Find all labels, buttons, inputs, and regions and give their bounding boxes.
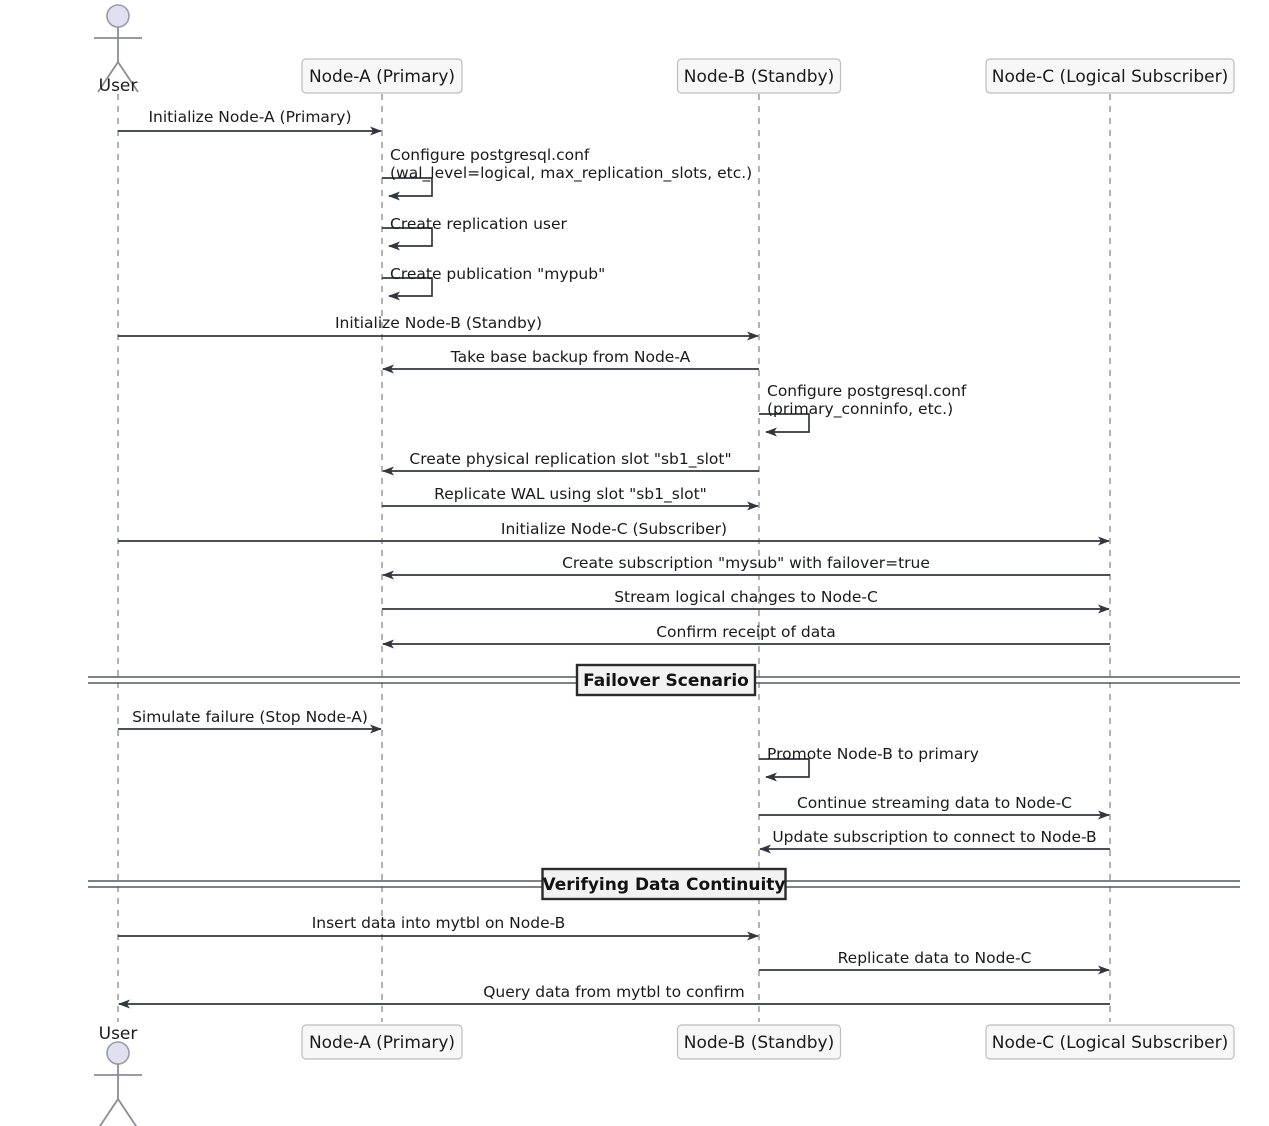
- message-m10[interactable]: Initialize Node-C (Subscriber): [118, 520, 1110, 546]
- self-message-arrow: [382, 177, 433, 201]
- message-label: Stream logical changes to Node-C: [614, 588, 878, 606]
- participant-nodeB-top[interactable]: Node-B (Standby): [676, 58, 842, 94]
- participant-label-nodeB: Node-B (Standby): [684, 67, 835, 87]
- participant-nodeC-bottom[interactable]: Node-C (Logical Subscriber): [985, 1024, 1235, 1060]
- message-m2[interactable]: Configure postgresql.conf(wal_level=logi…: [382, 146, 752, 201]
- message-label: Initialize Node-B (Standby): [335, 314, 542, 332]
- message-label: Initialize Node-A (Primary): [148, 108, 351, 126]
- participant-nodeA-top[interactable]: Node-A (Primary): [301, 58, 463, 94]
- actor-user-top[interactable]: User: [94, 4, 142, 96]
- message-label-line2: (primary_conninfo, etc.): [767, 400, 953, 419]
- participant-label-nodeA: Node-A (Primary): [309, 1033, 455, 1053]
- messages-group: Initialize Node-A (Primary) Configure pos…: [118, 108, 1110, 1009]
- message-m19[interactable]: Replicate data to Node-C: [759, 949, 1110, 975]
- self-message-arrow: [759, 413, 810, 437]
- divider-box[interactable]: [541, 867, 787, 901]
- divider-label: Failover Scenario: [583, 671, 749, 691]
- participant-nodeC-top[interactable]: Node-C (Logical Subscriber): [985, 58, 1235, 94]
- participant-nodeB-bottom[interactable]: Node-B (Standby): [676, 1024, 842, 1060]
- message-m20[interactable]: Query data from mytbl to confirm: [118, 983, 1110, 1009]
- divider-d1[interactable]: Failover Scenario: [88, 663, 1240, 697]
- divider-box[interactable]: [575, 663, 757, 697]
- participant-label-nodeC: Node-C (Logical Subscriber): [992, 1033, 1229, 1053]
- self-message-arrow: [382, 227, 433, 251]
- message-m17[interactable]: Update subscription to connect to Node-B: [759, 828, 1110, 854]
- participant-box[interactable]: [676, 58, 842, 94]
- participant-box[interactable]: [301, 1024, 463, 1060]
- message-label-line2: (wal_level=logical, max_replication_slot…: [390, 164, 752, 183]
- message-m13[interactable]: Confirm receipt of data: [382, 623, 1110, 649]
- actor-leg-right: [117, 1098, 138, 1126]
- message-m15[interactable]: Promote Node-B to primary: [759, 745, 979, 782]
- message-label: Promote Node-B to primary: [767, 745, 979, 763]
- divider-label: Verifying Data Continuity: [542, 875, 785, 895]
- participant-box[interactable]: [676, 1024, 842, 1060]
- message-label: Query data from mytbl to confirm: [483, 983, 745, 1001]
- message-m1[interactable]: Initialize Node-A (Primary): [118, 108, 382, 136]
- message-label: Take base backup from Node-A: [450, 348, 691, 366]
- participant-label-nodeC: Node-C (Logical Subscriber): [992, 67, 1229, 87]
- message-m12[interactable]: Stream logical changes to Node-C: [382, 588, 1110, 614]
- message-label: Update subscription to connect to Node-B: [772, 828, 1096, 846]
- message-label: Create subscription "mysub" with failove…: [562, 554, 930, 572]
- divider-d2[interactable]: Verifying Data Continuity: [88, 867, 1240, 901]
- message-m9[interactable]: Replicate WAL using slot "sb1_slot": [382, 485, 759, 511]
- message-label: Simulate failure (Stop Node-A): [132, 708, 368, 726]
- message-m11[interactable]: Create subscription "mysub" with failove…: [382, 554, 1110, 580]
- actor-label-user: User: [99, 76, 138, 96]
- message-label: Configure postgresql.conf: [767, 382, 967, 400]
- message-m14[interactable]: Simulate failure (Stop Node-A): [118, 708, 382, 734]
- message-label: Insert data into mytbl on Node-B: [312, 914, 566, 932]
- message-m6[interactable]: Take base backup from Node-A: [382, 348, 759, 374]
- self-message-arrow: [382, 277, 433, 301]
- message-label: Replicate WAL using slot "sb1_slot": [434, 485, 707, 504]
- actor-leg-left: [98, 1098, 119, 1126]
- message-m7[interactable]: Configure postgresql.conf(primary_connin…: [759, 382, 967, 437]
- participant-nodeA-bottom[interactable]: Node-A (Primary): [301, 1024, 463, 1060]
- actor-leg-left: [97, 61, 119, 93]
- participant-box[interactable]: [985, 58, 1235, 94]
- actor-head-icon: [106, 1041, 130, 1065]
- message-label: Confirm receipt of data: [656, 623, 836, 641]
- message-m4[interactable]: Create publication "mypub": [382, 265, 605, 301]
- participant-box[interactable]: [301, 58, 463, 94]
- message-label: Create replication user: [390, 215, 568, 233]
- message-m3[interactable]: Create replication user: [382, 215, 568, 251]
- message-label: Initialize Node-C (Subscriber): [501, 520, 727, 538]
- actor-leg-right: [117, 61, 139, 93]
- message-m5[interactable]: Initialize Node-B (Standby): [118, 314, 759, 341]
- participant-box[interactable]: [985, 1024, 1235, 1060]
- message-m8[interactable]: Create physical replication slot "sb1_sl…: [382, 450, 759, 476]
- self-message-arrow: [759, 758, 810, 782]
- actor-label-user: User: [99, 1024, 138, 1044]
- message-label: Replicate data to Node-C: [838, 949, 1032, 967]
- message-label: Continue streaming data to Node-C: [797, 794, 1072, 812]
- message-m18[interactable]: Insert data into mytbl on Node-B: [118, 914, 759, 941]
- participant-label-nodeB: Node-B (Standby): [684, 1033, 835, 1053]
- message-label: Configure postgresql.conf: [390, 146, 590, 164]
- actor-user-bottom[interactable]: User: [94, 1024, 142, 1126]
- message-label: Create publication "mypub": [390, 265, 605, 283]
- message-m16[interactable]: Continue streaming data to Node-C: [759, 794, 1110, 820]
- lifelines-group: [117, 94, 1111, 1022]
- participant-label-nodeA: Node-A (Primary): [309, 67, 455, 87]
- actor-head-icon: [106, 4, 130, 28]
- message-label: Create physical replication slot "sb1_sl…: [409, 450, 731, 469]
